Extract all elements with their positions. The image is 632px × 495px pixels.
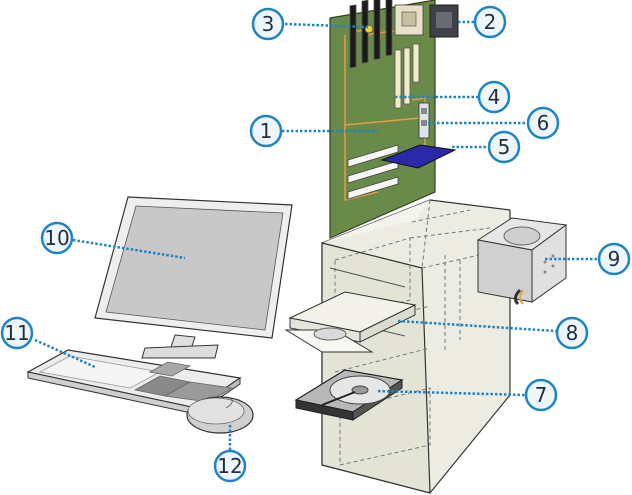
callout-10: 10	[40, 221, 74, 255]
callout-6-label: 6	[537, 111, 550, 135]
motherboard	[329, 0, 436, 239]
callout-2: 2	[473, 5, 507, 39]
io-connectors	[418, 102, 430, 139]
callout-8: 8	[555, 316, 589, 350]
callout-9: 9	[597, 242, 631, 276]
callout-4-label: 4	[488, 85, 501, 109]
callout-7: 7	[524, 378, 558, 412]
mouse	[186, 396, 254, 434]
expansion-card	[380, 144, 457, 169]
callout-5: 5	[487, 130, 521, 164]
callout-4: 4	[477, 80, 511, 114]
callout-10-label: 10	[44, 226, 69, 250]
callout-3: 3	[251, 7, 285, 41]
callout-12: 12	[213, 449, 247, 483]
callout-2-label: 2	[484, 10, 497, 34]
callout-3-label: 3	[262, 12, 275, 36]
cpu-socket	[364, 4, 424, 36]
callout-7-label: 7	[535, 383, 548, 407]
callout-1-label: 1	[260, 119, 273, 143]
optical-drive	[284, 291, 417, 353]
callout-11: 11	[0, 316, 34, 350]
hard-drive	[294, 369, 404, 421]
ram-slots	[394, 43, 420, 109]
callout-9-label: 9	[608, 247, 621, 271]
callout-5-label: 5	[498, 135, 511, 159]
callout-12-label: 12	[217, 454, 242, 478]
monitor	[94, 196, 293, 359]
callout-11-label: 11	[4, 321, 29, 345]
callout-8-label: 8	[566, 321, 579, 345]
callout-1: 1	[249, 114, 283, 148]
cpu	[429, 4, 459, 38]
leader-lines	[34, 20, 598, 450]
callout-6: 6	[526, 106, 560, 140]
power-supply	[476, 217, 568, 306]
